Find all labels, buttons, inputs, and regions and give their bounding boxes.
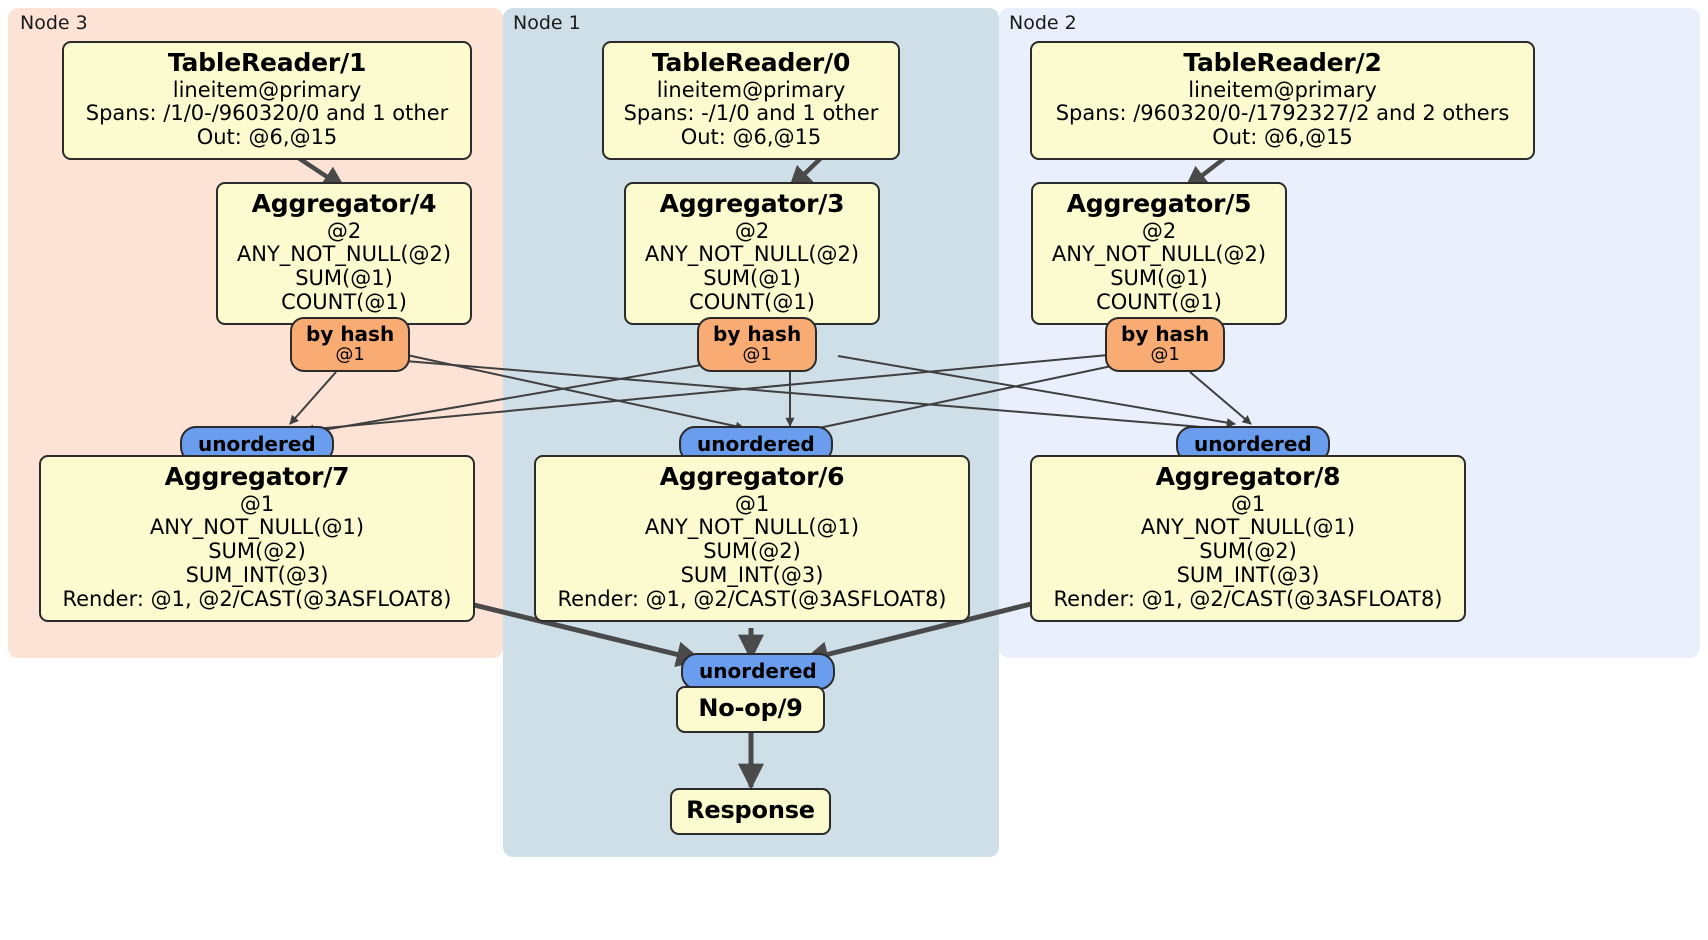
processor-detail-line: ANY_NOT_NULL(@2) [236,242,452,267]
processor-detail-line: @2 [326,218,362,243]
router-by-hash-mid[interactable]: by hash @1 [697,317,818,372]
processor-title: Aggregator/5 [1066,189,1252,218]
processor-detail-line: SUM(@2) [1199,539,1297,564]
processor-detail-line: SUM(@1) [1110,266,1208,291]
processor-detail-line: ANY_NOT_NULL(@2) [1051,242,1267,267]
processor-detail-line: SUM(@2) [703,539,801,564]
processor-detail-line: lineitem@primary [1188,77,1377,102]
processor-tablereader-2[interactable]: TableReader/2 lineitem@primary Spans: /9… [1030,41,1535,161]
processor-aggregator-4[interactable]: Aggregator/4 @2 ANY_NOT_NULL(@2) SUM(@1)… [216,182,472,326]
processor-tablereader-0[interactable]: TableReader/0 lineitem@primary Spans: -/… [602,41,900,161]
processor-title: TableReader/1 [167,48,367,77]
processor-detail-line: SUM(@2) [208,539,306,564]
processor-detail-line: COUNT(@1) [281,290,407,315]
processor-detail-line: Out: @6,@15 [680,125,822,150]
processor-detail-line: ANY_NOT_NULL(@1) [149,515,365,540]
node-label-node1: Node 1 [513,12,581,34]
processor-detail-line: ANY_NOT_NULL(@1) [644,515,860,540]
processor-detail-line: Spans: /1/0-/960320/0 and 1 other [85,101,449,126]
processor-detail-line: @1 [239,491,275,516]
synchronizer-unordered-final[interactable]: unordered [681,653,835,690]
processor-detail-line: Out: @6,@15 [1212,125,1353,150]
node-label-node3: Node 3 [20,12,88,34]
router-by-hash-right[interactable]: by hash @1 [1105,317,1226,372]
processor-tablereader-1[interactable]: TableReader/1 lineitem@primary Spans: /1… [62,41,472,161]
processor-detail-line: @1 [1230,491,1266,516]
processor-title: Response [686,796,815,824]
router-by-hash-left[interactable]: by hash @1 [290,317,411,372]
processor-no-op-9[interactable]: No-op/9 [676,686,825,734]
router-column-label: @1 [742,344,772,365]
processor-detail-line: COUNT(@1) [1096,290,1222,315]
processor-detail-line: SUM_INT(@3) [1176,563,1320,588]
processor-title: Aggregator/3 [659,189,845,218]
node-label-node2: Node 2 [1009,12,1077,34]
processor-title: TableReader/0 [651,48,851,77]
router-type-label: by hash [306,322,395,346]
processor-detail-line: @2 [734,218,770,243]
processor-title: Aggregator/7 [164,462,350,491]
processor-aggregator-5[interactable]: Aggregator/5 @2 ANY_NOT_NULL(@2) SUM(@1)… [1031,182,1287,326]
processor-detail-line: @1 [734,491,770,516]
processor-detail-line: ANY_NOT_NULL(@2) [644,242,860,267]
processor-aggregator-8[interactable]: Aggregator/8 @1 ANY_NOT_NULL(@1) SUM(@2)… [1030,455,1466,623]
processor-detail-line: Out: @6,@15 [196,125,338,150]
processor-detail-line: Render: @1, @2/CAST(@3ASFLOAT8) [1053,587,1443,612]
processor-title: Aggregator/4 [251,189,437,218]
processor-response[interactable]: Response [670,788,831,836]
router-column-label: @1 [1150,344,1180,365]
processor-detail-line: COUNT(@1) [689,290,815,315]
processor-detail-line: Render: @1, @2/CAST(@3ASFLOAT8) [557,587,947,612]
processor-detail-line: @2 [1141,218,1177,243]
processor-detail-line: SUM(@1) [703,266,801,291]
processor-detail-line: Spans: -/1/0 and 1 other [623,101,879,126]
processor-title: No-op/9 [698,694,803,722]
processor-detail-line: SUM_INT(@3) [680,563,824,588]
processor-title: Aggregator/6 [659,462,845,491]
processor-detail-line: lineitem@primary [172,77,362,102]
router-type-label: by hash [713,322,802,346]
processor-title: TableReader/2 [1183,48,1382,77]
processor-detail-line: SUM(@1) [295,266,393,291]
processor-title: Aggregator/8 [1155,462,1341,491]
router-type-label: by hash [1121,322,1210,346]
processor-detail-line: ANY_NOT_NULL(@1) [1140,515,1356,540]
processor-detail-line: lineitem@primary [656,77,846,102]
processor-aggregator-6[interactable]: Aggregator/6 @1 ANY_NOT_NULL(@1) SUM(@2)… [534,455,970,623]
processor-detail-line: SUM_INT(@3) [185,563,329,588]
processor-aggregator-3[interactable]: Aggregator/3 @2 ANY_NOT_NULL(@2) SUM(@1)… [624,182,880,326]
processor-detail-line: Spans: /960320/0-/1792327/2 and 2 others [1055,101,1510,126]
router-column-label: @1 [335,344,365,365]
processor-detail-line: Render: @1, @2/CAST(@3ASFLOAT8) [62,587,452,612]
processor-aggregator-7[interactable]: Aggregator/7 @1 ANY_NOT_NULL(@1) SUM(@2)… [39,455,475,623]
